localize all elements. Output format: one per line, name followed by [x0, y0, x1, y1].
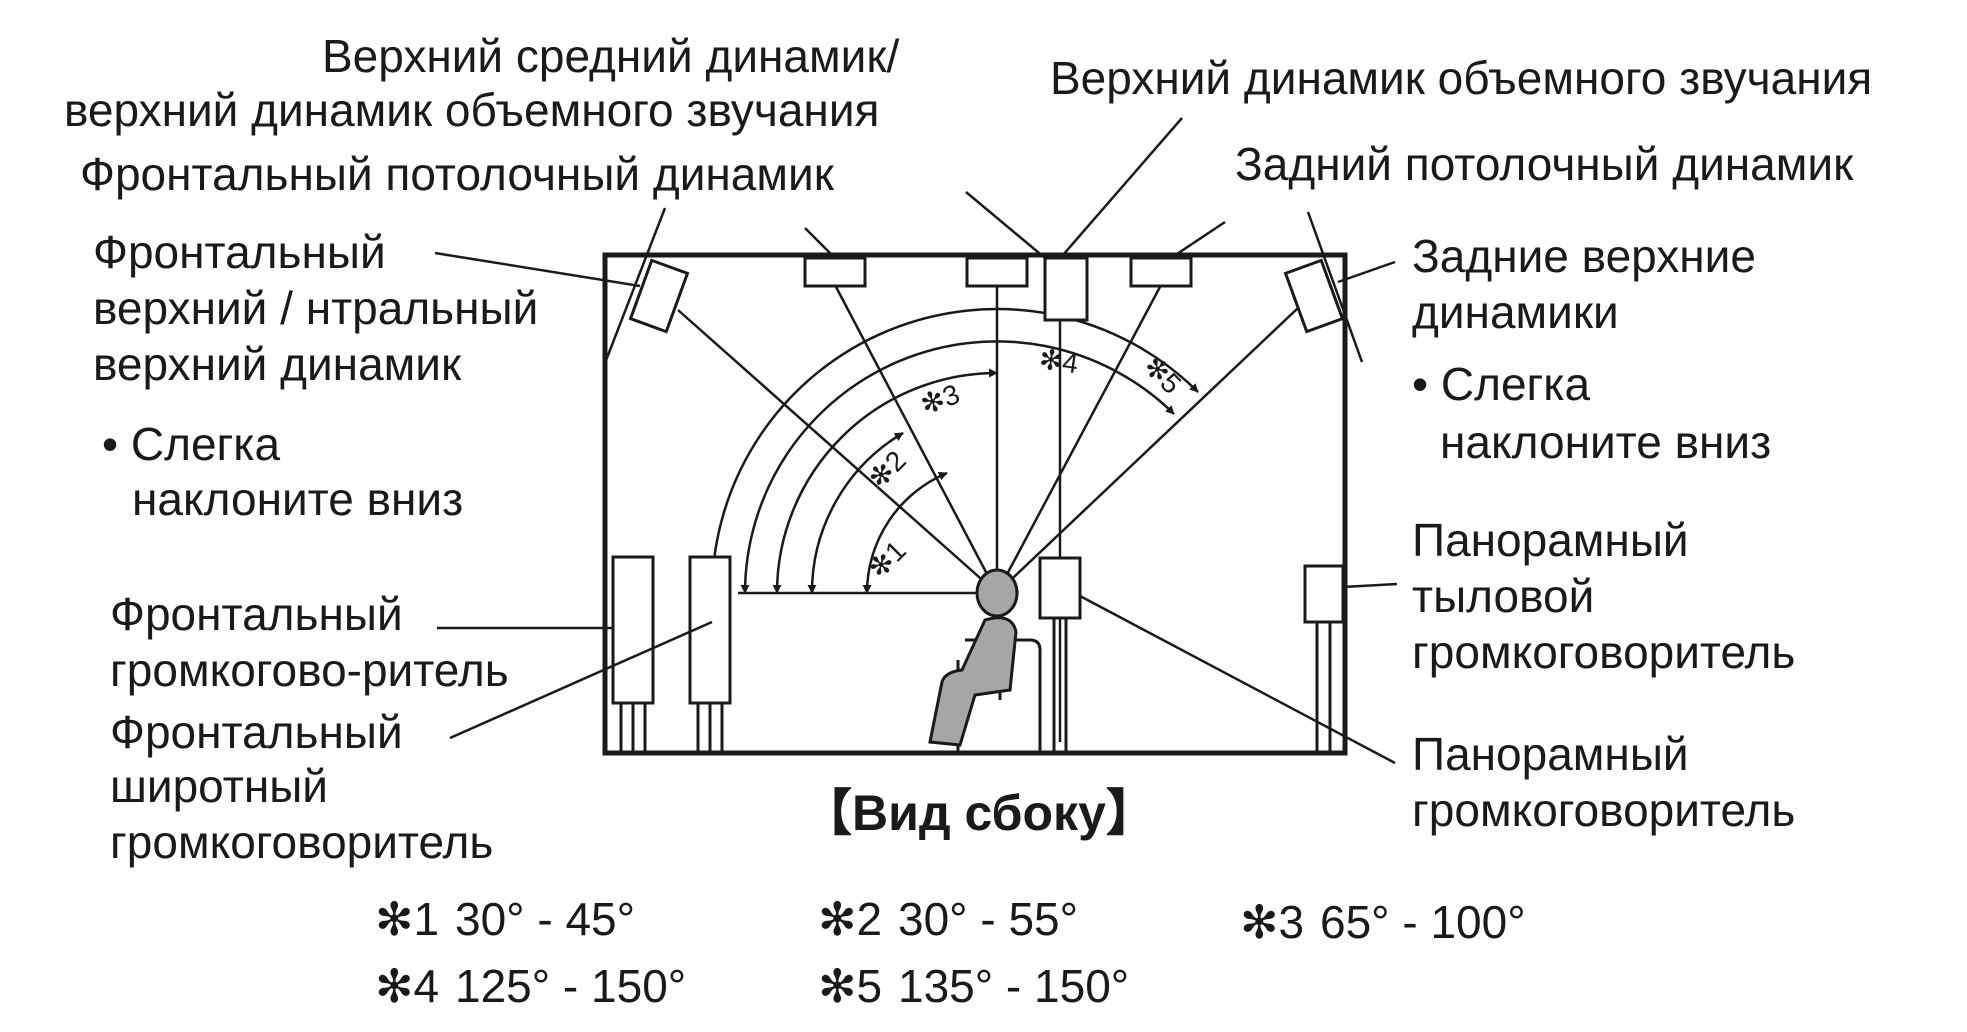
label-front-ceiling: Фронтальный потолочный динамик	[80, 148, 835, 200]
surround-speaker	[1038, 556, 1082, 753]
angle-marker-1: ✻1	[862, 535, 912, 585]
angle-marker-5: ✻5	[1138, 350, 1188, 400]
view-title: 【Вид сбоку】	[802, 785, 1156, 841]
note-4-mark: ✻4	[375, 960, 439, 1012]
angle-arcs	[707, 307, 1199, 594]
label-rear-height-line1: Задние верхние	[1412, 230, 1756, 282]
label-surround-line1: Панорамный	[1412, 728, 1689, 780]
label-front-height-line2: верхний / нтральный	[93, 282, 538, 334]
label-surround-back-line3: громкоговоритель	[1412, 626, 1795, 678]
label-rear-tilt-line2: наклоните вниз	[1440, 416, 1771, 468]
front-height-speaker	[628, 258, 690, 334]
label-rear-tilt-line1: • Слегка	[1412, 358, 1590, 410]
listener-figure	[928, 568, 1019, 747]
front-wide-speaker	[688, 555, 732, 753]
label-front-wide-line2: широтный	[110, 760, 328, 812]
label-rear-ceiling: Задний потолочный динамик	[1235, 138, 1854, 190]
angle-notes: ✻1 30° - 45° ✻2 30° - 55° ✻3 65° - 100° …	[375, 893, 1526, 1012]
label-top-middle-line2: верхний динамик объемного звучания	[64, 84, 879, 136]
note-3-range: 65° - 100°	[1320, 896, 1526, 948]
note-5-range: 135° - 150°	[898, 960, 1129, 1012]
label-rear-height-line2: динамики	[1412, 286, 1619, 338]
rear-ceiling-speaker	[1129, 256, 1193, 288]
angle-marker-4: ✻4	[1037, 343, 1080, 379]
note-3-mark: ✻3	[1240, 896, 1304, 948]
note-2-range: 30° - 55°	[898, 893, 1078, 945]
label-surround-line2: громкоговоритель	[1412, 784, 1795, 836]
note-1-range: 30° - 45°	[455, 893, 635, 945]
label-surround-back-line2: тыловой	[1412, 570, 1594, 622]
front-speaker	[611, 555, 655, 753]
note-5-mark: ✻5	[818, 960, 882, 1012]
labels: Верхний средний динамик/ верхний динамик…	[64, 30, 1872, 868]
note-4-range: 125° - 150°	[455, 960, 686, 1012]
label-front-tilt-line1: • Слегка	[102, 418, 280, 470]
top-middle-speaker	[965, 256, 1029, 288]
top-surround-speaker	[1043, 256, 1089, 322]
angle-arc-5	[707, 307, 1199, 594]
angle-marker-2: ✻2	[862, 445, 912, 495]
leader-lines	[434, 117, 1398, 765]
label-front-height-line3: верхний динамик	[93, 338, 462, 390]
room-outline	[602, 252, 1348, 756]
angle-markers: ✻1 ✻2 ✻3 ✻4 ✻5	[862, 343, 1187, 584]
label-front-tilt-line2: наклоните вниз	[132, 473, 463, 525]
label-front-height-line1: Фронтальный	[93, 226, 386, 278]
note-1-mark: ✻1	[375, 893, 439, 945]
front-ceiling-speaker	[803, 256, 867, 288]
label-top-middle-line1: Верхний средний динамик/	[322, 30, 899, 82]
rear-height-speaker	[1283, 258, 1345, 334]
surround-back-speaker	[1303, 564, 1345, 753]
note-2-mark: ✻2	[818, 893, 882, 945]
label-front-wide-line3: громкоговоритель	[110, 816, 493, 868]
label-surround-back-line1: Панорамный	[1412, 514, 1689, 566]
label-front-speaker-line1: Фронтальный	[110, 588, 403, 640]
label-top-surround: Верхний динамик объемного звучания	[1050, 52, 1872, 104]
label-front-wide-line1: Фронтальный	[110, 706, 403, 758]
label-front-speaker-line2: громкогово-ритель	[110, 644, 509, 696]
